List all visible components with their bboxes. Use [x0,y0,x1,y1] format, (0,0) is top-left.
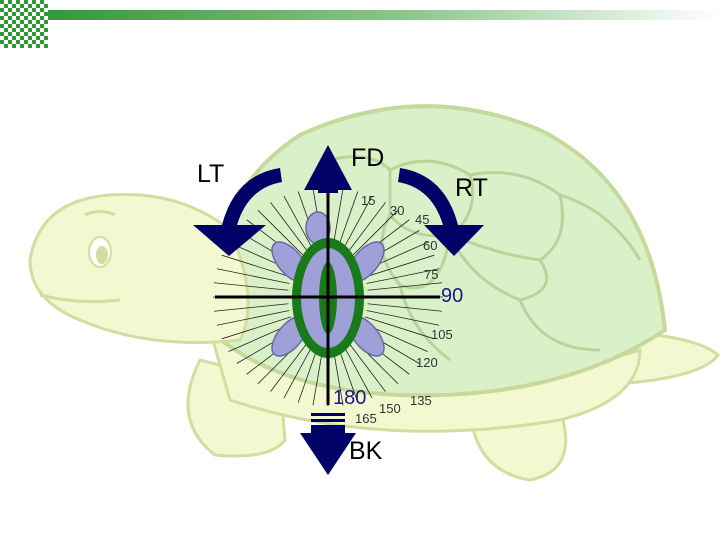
angle-ray [257,210,304,257]
crosshair-axes [215,188,440,405]
degree-60: 60 [423,238,437,253]
turtle-brow [84,210,116,217]
back-arrow-bar-2 [311,419,345,422]
degree-180: 180 [333,387,366,409]
forward-arrow-bar [318,189,338,193]
degree-105: 105 [431,327,453,342]
angle-ray [213,303,289,312]
degree-135: 135 [410,393,432,408]
angle-ray [216,310,290,326]
left-arrow-head [193,225,266,256]
angle-ray [283,344,314,399]
left-arrow-body [222,168,282,225]
right-arrow-head [424,225,484,256]
back-arrow-head [300,433,356,475]
angle-ray [337,347,359,403]
header-bar [48,10,720,20]
angle-ray [221,254,292,278]
angle-ray [221,316,292,340]
turtle-pupil [96,246,108,264]
angle-ray [342,195,373,250]
back-arrow-bar-1 [311,413,345,416]
degree-165: 165 [355,411,377,426]
left-arrow [193,168,282,256]
back-label: BK [349,437,383,465]
angle-ray [364,254,435,278]
angle-ray [366,268,440,284]
angle-ray [367,282,443,291]
angle-ray [347,202,386,253]
angle-ray [347,341,386,392]
right-arrow [398,168,484,256]
degree-45: 45 [415,212,429,227]
angle-ray [297,347,319,403]
left-label: LT [197,160,224,188]
header-decoration [0,0,720,48]
checker-logo [0,0,48,48]
degree-75: 75 [424,267,438,282]
angle-ray [270,341,309,392]
turtle-head [28,192,250,344]
angle-ray [342,344,373,399]
right-label: RT [455,174,488,202]
degree-30: 30 [390,203,404,218]
forward-arrow-head [304,145,352,190]
turtle-mouth [39,293,121,304]
angle-ray [332,348,344,406]
back-arrow-bar-3 [311,425,345,433]
angle-ray [337,191,359,247]
degree-120: 120 [416,355,438,370]
angle-ray [332,188,344,246]
forward-arrow [304,145,352,193]
right-arrow-body [398,168,458,225]
angle-ray [283,195,314,250]
angle-ray [366,310,440,326]
angle-ray [213,282,289,291]
degree-150: 150 [379,401,401,416]
shell-pattern [329,155,642,362]
angle-ray [270,202,309,253]
angle-ray [352,210,399,257]
forward-label: FD [351,144,384,172]
angle-ray [367,303,443,312]
angle-ray [312,348,324,406]
degree-15: 15 [361,193,375,208]
angle-ray [364,316,435,340]
back-arrow [300,413,356,475]
degree-90: 90 [441,285,463,307]
angle-ray [216,268,290,284]
